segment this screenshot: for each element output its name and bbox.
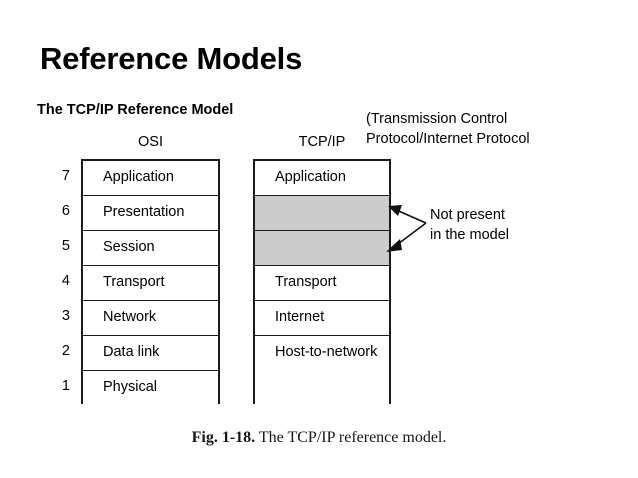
osi-layer-cell: Network: [83, 301, 218, 336]
not-present-label: Not present in the model: [430, 205, 630, 245]
figure-caption: Fig. 1-18. The TCP/IP reference model.: [0, 428, 638, 448]
not-present-label-line-1: Not present: [430, 207, 505, 223]
tcpip-layer-stack: Application Transport Internet Host-to-n…: [253, 159, 391, 406]
figure-caption-text: The TCP/IP reference model.: [255, 429, 447, 446]
osi-layer-cell: Presentation: [83, 196, 218, 231]
tcpip-layer-cell: Application: [255, 161, 389, 196]
osi-layer-stack: Application Presentation Session Transpo…: [81, 159, 220, 406]
layer-number: 6: [61, 203, 70, 219]
arrow-line-upper: [393, 208, 427, 224]
acronym-note-line-2: Protocol/Internet Protocol: [366, 131, 530, 147]
tcpip-layer-cell-blank: [255, 196, 389, 231]
layer-number: 2: [61, 343, 70, 359]
osi-layer-cell: Application: [83, 161, 218, 196]
tcpip-layer-cell: Internet: [255, 301, 389, 336]
arrow-line-lower: [393, 222, 427, 248]
layer-number: 4: [61, 273, 70, 289]
figure-caption-label: Fig. 1-18.: [191, 429, 256, 446]
page-title: Reference Models: [40, 41, 303, 76]
acronym-note-line-1: (Transmission Control: [366, 111, 508, 127]
tcpip-layer-cell: Host-to-network: [255, 336, 389, 406]
osi-layer-cell: Data link: [83, 336, 218, 371]
acronym-expansion-note: (Transmission Control Protocol/Internet …: [366, 109, 636, 149]
osi-layer-cell: Transport: [83, 266, 218, 301]
tcpip-column-caption: TCP/IP: [298, 134, 346, 150]
osi-layer-number-gutter: 7 6 5 4 3 2 1: [40, 159, 70, 404]
osi-layer-cell: Physical: [83, 371, 218, 406]
osi-column-caption: OSI: [138, 134, 163, 150]
layer-number: 5: [61, 238, 70, 254]
tcpip-layer-cell-blank: [255, 231, 389, 266]
tcpip-layer-cell: Transport: [255, 266, 389, 301]
section-subtitle: The TCP/IP Reference Model: [37, 102, 234, 118]
not-present-label-line-2: in the model: [430, 227, 509, 243]
layer-number: 7: [61, 168, 70, 184]
osi-layer-cell: Session: [83, 231, 218, 266]
layer-number: 1: [61, 378, 70, 394]
layer-number: 3: [61, 308, 70, 324]
